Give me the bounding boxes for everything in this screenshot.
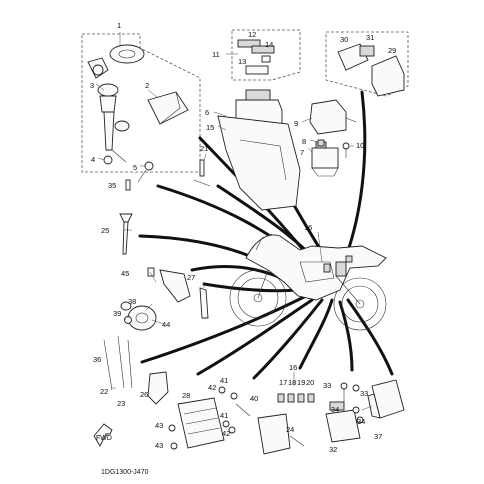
part-bolt-43: [168, 424, 178, 450]
callout-37: 37: [374, 432, 382, 441]
part-clamp-26: [147, 371, 169, 405]
callout-9: 9: [294, 119, 298, 128]
part-battery-cover: [237, 39, 275, 75]
part-rectifier: [177, 397, 225, 449]
part-fuse-8: [317, 139, 325, 147]
callout-31: 31: [366, 33, 374, 42]
callout-45: 45: [121, 269, 129, 278]
part-bolt-10: [342, 142, 350, 158]
callout-27: 27: [187, 273, 195, 282]
part-relay-37: [367, 379, 405, 419]
callout-19: 19: [297, 378, 305, 387]
callout-43-bottom: 43: [155, 441, 163, 450]
part-nut-34: [352, 406, 364, 424]
part-nut-39: [124, 316, 132, 324]
group-frame-11: [231, 29, 301, 81]
callout-33-right: 33: [360, 389, 368, 398]
callout-34-right: 34: [357, 417, 365, 426]
callout-42-bottom: 42: [222, 429, 230, 438]
part-bracket-45: [147, 267, 191, 303]
callout-35: 35: [108, 181, 116, 190]
leader-lines: [95, 32, 373, 411]
part-relay-9: [309, 99, 357, 135]
callout-29: 29: [388, 46, 396, 55]
fwd-arrow-icon: FWD: [93, 423, 113, 447]
callout-40: 40: [250, 394, 258, 403]
callout-16-lower: 16: [289, 363, 297, 372]
callout-5: 5: [133, 163, 137, 172]
callout-6: 6: [205, 108, 209, 117]
callout-16-upper: 16: [304, 223, 312, 232]
callout-12: 12: [248, 30, 256, 39]
callout-28: 28: [182, 391, 190, 400]
callout-8: 8: [302, 137, 306, 146]
callout-17: 17: [279, 378, 287, 387]
callout-labels: 1 2 3 4 5 35 11 12 14 13 6 15 9 8 7 10 3…: [90, 21, 396, 454]
callout-3: 3: [90, 81, 94, 90]
callout-4: 4: [91, 155, 95, 164]
part-horn: [120, 301, 157, 331]
callout-30: 30: [340, 35, 348, 44]
part-starter-relay: [311, 141, 339, 177]
callout-25: 25: [101, 226, 109, 235]
callout-21: 21: [200, 144, 208, 153]
callout-33-left: 33: [323, 381, 331, 390]
callout-43-top: 43: [155, 421, 163, 430]
callout-20: 20: [306, 378, 314, 387]
callout-23: 23: [117, 399, 125, 408]
part-band-36: [103, 335, 133, 391]
part-bolt-41: [218, 386, 230, 428]
callout-18: 18: [288, 378, 296, 387]
callout-11: 11: [212, 50, 220, 59]
fwd-label: FWD: [96, 435, 112, 442]
callout-39: 39: [113, 309, 121, 318]
callout-26: 26: [140, 390, 148, 399]
callout-10: 10: [356, 141, 364, 150]
part-main-switch-set: [87, 44, 189, 165]
callout-44: 44: [162, 320, 170, 329]
callout-1: 1: [117, 21, 121, 30]
part-bolt-33: [340, 382, 360, 408]
part-fuse-set: [277, 393, 315, 403]
part-fuse-box-24: [257, 413, 305, 455]
diagram-code: 1DG1300-J470: [101, 469, 149, 476]
callout-36: 36: [93, 355, 101, 364]
part-relay-32: [325, 401, 361, 443]
callout-15: 15: [206, 123, 214, 132]
callout-2: 2: [145, 81, 149, 90]
motorcycle-outline: [229, 233, 387, 331]
part-relay-30: [337, 43, 375, 71]
callout-22: 22: [100, 387, 108, 396]
callout-38: 38: [128, 297, 136, 306]
callout-32: 32: [329, 445, 337, 454]
callout-7: 7: [300, 148, 304, 157]
callout-34-left: 34: [331, 405, 339, 414]
part-sensor-25: [119, 213, 133, 255]
part-battery-box: [217, 115, 301, 211]
callout-24: 24: [286, 425, 294, 434]
callout-14: 14: [265, 40, 273, 49]
part-bolt-21: [193, 159, 211, 187]
callout-13: 13: [238, 57, 246, 66]
callout-41-top: 41: [220, 376, 228, 385]
part-collar-42: [228, 392, 238, 434]
group-frame-30: [325, 31, 409, 97]
part-bolt-35: [125, 179, 131, 191]
callout-42-top: 42: [208, 383, 216, 392]
group-frame-1: [81, 33, 201, 173]
part-ecu-29: [371, 55, 405, 97]
callout-41-bottom: 41: [220, 411, 228, 420]
part-lead-40: [235, 403, 251, 417]
part-bolt-27: [199, 287, 209, 319]
